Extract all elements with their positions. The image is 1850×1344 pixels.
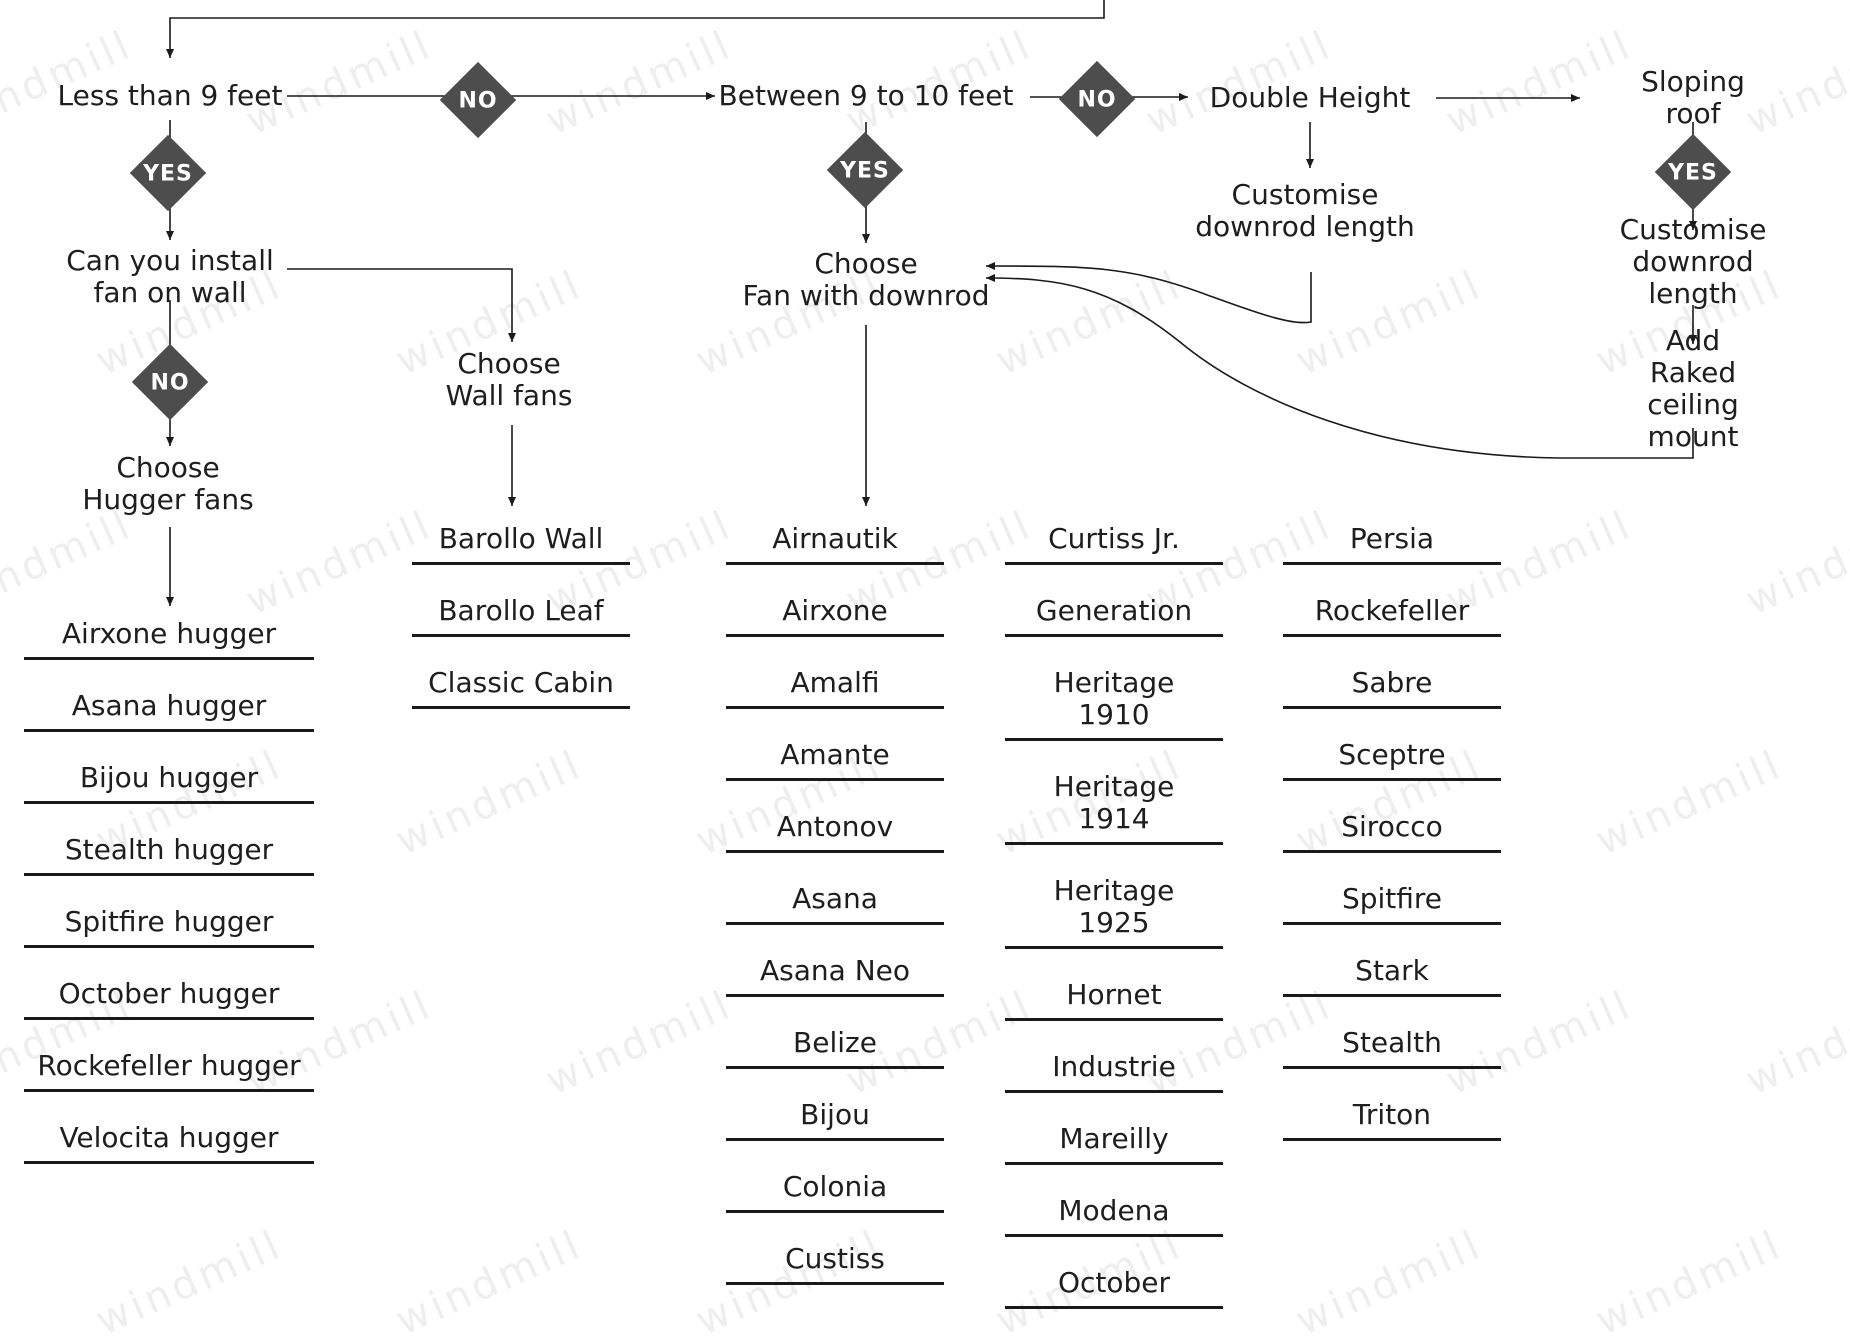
fan-model-item: Bijou: [726, 1099, 944, 1141]
fan-model-item: Bijou hugger: [24, 762, 314, 804]
fan-model-item: Classic Cabin: [412, 667, 630, 709]
fan-model-item: Spitfire hugger: [24, 906, 314, 948]
fan-model-item: Asana: [726, 883, 944, 925]
fan-model-item: Airxone: [726, 595, 944, 637]
fan-model-item: Sabre: [1283, 667, 1501, 709]
decision-label-no: NO: [1077, 87, 1117, 113]
node-between-9-10-feet: Between 9 to 10 feet: [718, 79, 1014, 112]
fan-model-item: Antonov: [726, 811, 944, 853]
fan-model-item: Asana hugger: [24, 690, 314, 732]
connector-raked-back-to-downrod: [985, 274, 1694, 459]
decision-label-yes: YES: [840, 158, 890, 184]
fan-model-item: Stark: [1283, 955, 1501, 997]
fan-model-item: Heritage 1910: [1005, 667, 1223, 741]
node-install-on-wall: Can you install fan on wall: [66, 244, 274, 309]
decision-label-no: NO: [458, 88, 498, 114]
fan-model-item: Generation: [1005, 595, 1223, 637]
connector-customise-back-to-downrod: [985, 262, 1312, 324]
fan-model-item: Barollo Leaf: [412, 595, 630, 637]
fan-model-item: Airnautik: [726, 523, 944, 565]
fan-model-item: Asana Neo: [726, 955, 944, 997]
decision-label-yes: YES: [143, 161, 193, 187]
fan-model-item: Mareilly: [1005, 1123, 1223, 1165]
fan-model-item: Industrie: [1005, 1051, 1223, 1093]
fan-model-item: Sceptre: [1283, 739, 1501, 781]
connector-install-to-wall: [287, 268, 516, 342]
fan-model-item: Triton: [1283, 1099, 1501, 1141]
fan-model-item: Airxone hugger: [24, 618, 314, 660]
fan-model-item: Velocita hugger: [24, 1122, 314, 1164]
node-raked-ceiling-mount: Add Raked ceiling mount: [1647, 324, 1739, 453]
fan-model-item: October: [1005, 1267, 1223, 1309]
fan-model-item: Barollo Wall: [412, 523, 630, 565]
decision-label-yes: YES: [1668, 160, 1718, 186]
decision-label-no: NO: [150, 370, 190, 396]
fan-model-item: Rockefeller hugger: [24, 1050, 314, 1092]
node-choose-hugger-fans: Choose Hugger fans: [82, 451, 254, 516]
fan-model-item: Belize: [726, 1027, 944, 1069]
fan-model-item: Curtiss Jr.: [1005, 523, 1223, 565]
node-sloping-roof: Sloping roof: [1641, 65, 1745, 130]
fan-model-item: Hornet: [1005, 979, 1223, 1021]
fan-model-item: Spitfire: [1283, 883, 1501, 925]
fan-model-item: Amalfi: [726, 667, 944, 709]
entry-connector: [166, 0, 1105, 58]
fan-model-item: Heritage 1914: [1005, 771, 1223, 845]
fan-model-item: Sirocco: [1283, 811, 1501, 853]
fan-model-item: Rockefeller: [1283, 595, 1501, 637]
node-less-than-9-feet: Less than 9 feet: [57, 79, 283, 112]
node-choose-wall-fans: Choose Wall fans: [445, 347, 573, 412]
node-choose-downrod: Choose Fan with downrod: [742, 247, 990, 312]
fan-model-item: Stealth hugger: [24, 834, 314, 876]
node-double-height: Double Height: [1209, 81, 1411, 114]
fan-model-item: Modena: [1005, 1195, 1223, 1237]
fan-model-item: Persia: [1283, 523, 1501, 565]
fan-model-item: Amante: [726, 739, 944, 781]
fan-model-item: October hugger: [24, 978, 314, 1020]
node-customise-downrod-double: Customise downrod length: [1195, 178, 1415, 243]
fan-model-item: Stealth: [1283, 1027, 1501, 1069]
fan-model-item: Colonia: [726, 1171, 944, 1213]
fan-model-item: Custiss: [726, 1243, 944, 1285]
node-customise-downrod-sloping: Customise downrod length: [1619, 213, 1767, 310]
fan-model-item: Heritage 1925: [1005, 875, 1223, 949]
